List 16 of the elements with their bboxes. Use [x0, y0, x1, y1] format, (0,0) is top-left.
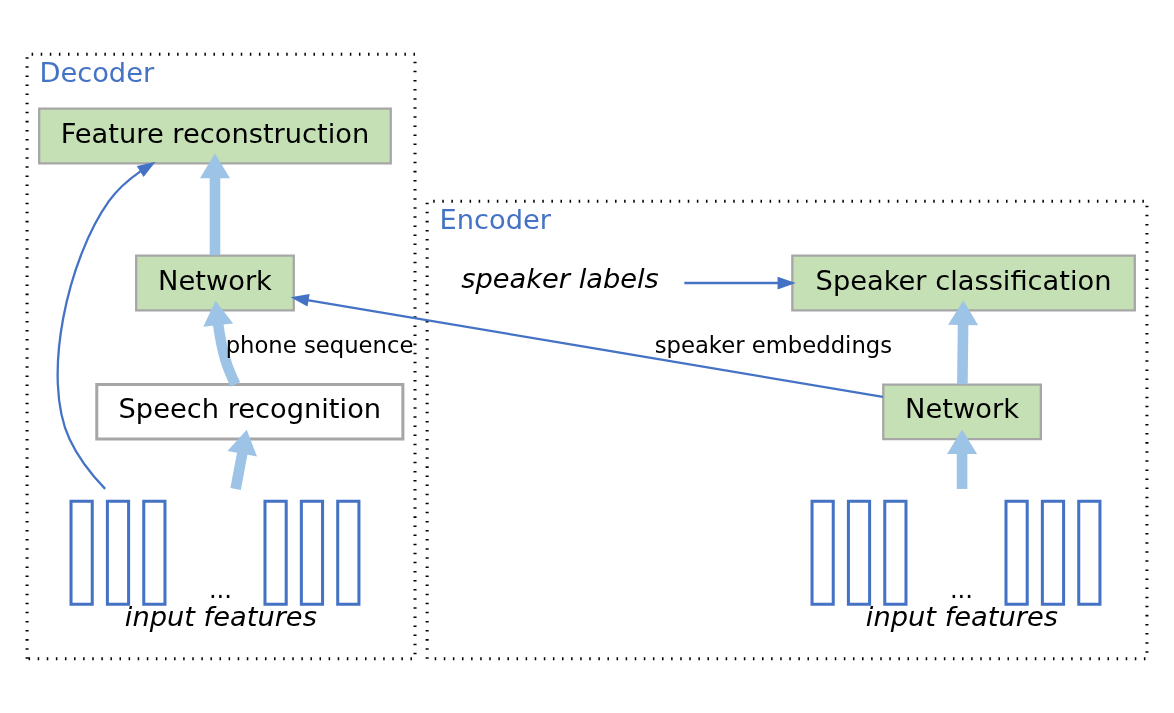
node-box: Feature reconstruction [38, 107, 392, 165]
arrow [290, 293, 883, 399]
arrow [948, 300, 979, 385]
node-text: speaker labels [461, 263, 659, 295]
node-box: Speaker classification [791, 254, 1136, 312]
arrow [684, 276, 796, 290]
edge-label: speaker embeddings [654, 331, 893, 358]
node-box: Speech recognition [95, 383, 405, 441]
arrow [227, 429, 257, 490]
arrow [199, 153, 231, 256]
edge-label: phone sequence [225, 331, 414, 358]
arrow [203, 300, 241, 387]
node-box: Network [135, 254, 295, 312]
node-box: Network [882, 383, 1042, 441]
arrow [56, 161, 156, 490]
arrow [947, 429, 978, 489]
